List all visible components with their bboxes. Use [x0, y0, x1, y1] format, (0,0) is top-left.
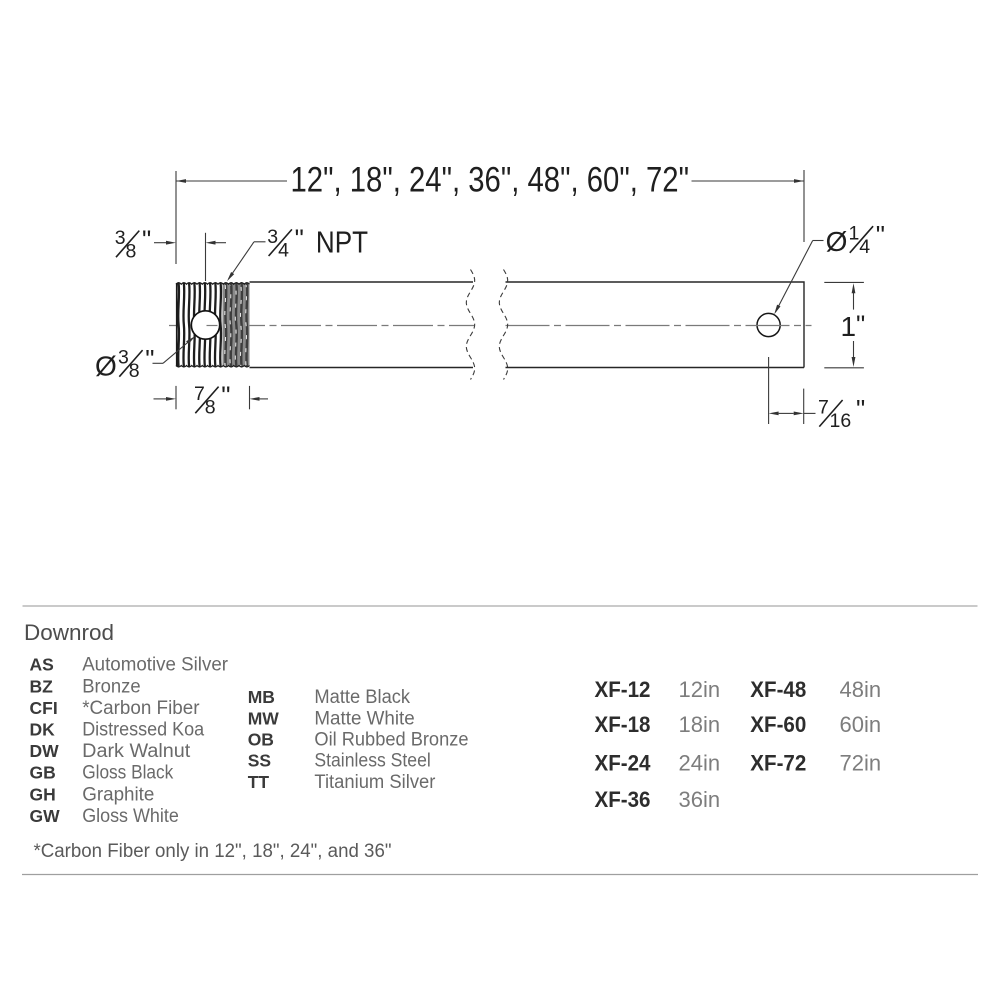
svg-text:": " [876, 220, 885, 250]
svg-text:BZ: BZ [30, 676, 54, 696]
svg-text:12in: 12in [679, 677, 721, 702]
svg-text:OB: OB [248, 730, 274, 750]
svg-text:XF-48: XF-48 [750, 677, 806, 702]
svg-text:": " [856, 310, 865, 340]
svg-text:Graphite: Graphite [82, 784, 154, 805]
svg-text:7: 7 [818, 396, 829, 418]
svg-text:3: 3 [115, 227, 126, 249]
svg-text:16: 16 [830, 410, 852, 432]
svg-text:": " [295, 223, 304, 253]
svg-text:Gloss Black: Gloss Black [82, 763, 174, 784]
svg-text:XF-72: XF-72 [750, 750, 806, 775]
svg-text:CFI: CFI [30, 698, 58, 718]
svg-text:TT: TT [248, 772, 270, 792]
svg-text:": " [145, 344, 154, 374]
svg-text:Stainless Steel: Stainless Steel [314, 751, 430, 772]
svg-text:GH: GH [30, 784, 56, 804]
svg-text:3: 3 [118, 347, 129, 369]
svg-text:4: 4 [859, 236, 870, 258]
svg-text:36in: 36in [679, 787, 721, 812]
svg-text:48in: 48in [840, 677, 882, 702]
svg-text:72in: 72in [840, 750, 882, 775]
svg-text:Gloss White: Gloss White [82, 806, 179, 827]
svg-text:Downrod: Downrod [24, 620, 114, 645]
svg-text:1: 1 [841, 311, 857, 342]
svg-text:XF-18: XF-18 [595, 712, 651, 737]
svg-text:NPT: NPT [316, 226, 368, 260]
svg-text:8: 8 [126, 241, 137, 263]
svg-text:18in: 18in [679, 712, 721, 737]
svg-text:60in: 60in [840, 712, 882, 737]
svg-text:GW: GW [30, 806, 61, 826]
svg-text:*Carbon Fiber only in 12", 18": *Carbon Fiber only in 12", 18", 24", and… [34, 841, 392, 862]
svg-text:*Carbon Fiber: *Carbon Fiber [82, 698, 200, 719]
svg-text:XF-60: XF-60 [750, 712, 806, 737]
svg-text:Matte White: Matte White [314, 708, 414, 729]
svg-text:XF-24: XF-24 [595, 750, 652, 775]
svg-text:8: 8 [205, 397, 216, 419]
svg-text:1: 1 [849, 223, 860, 245]
svg-text:MW: MW [248, 708, 280, 728]
svg-text:8: 8 [129, 360, 140, 382]
svg-text:SS: SS [248, 751, 271, 771]
svg-text:Ø: Ø [95, 351, 117, 382]
svg-text:24in: 24in [679, 750, 721, 775]
svg-text:Automotive Silver: Automotive Silver [82, 655, 228, 676]
svg-text:": " [142, 225, 151, 255]
svg-text:Matte Black: Matte Black [314, 687, 410, 708]
svg-text:Dark Walnut: Dark Walnut [82, 741, 191, 762]
svg-text:Distressed Koa: Distressed Koa [82, 720, 204, 741]
svg-text:XF-36: XF-36 [595, 787, 651, 812]
svg-text:3: 3 [267, 226, 278, 248]
svg-text:Bronze: Bronze [82, 676, 140, 697]
svg-text:4: 4 [278, 239, 289, 261]
svg-text:7: 7 [194, 383, 205, 405]
svg-text:": " [856, 394, 865, 424]
svg-text:XF-12: XF-12 [595, 677, 651, 702]
svg-text:MB: MB [248, 687, 275, 707]
svg-text:DW: DW [30, 741, 60, 761]
svg-text:DK: DK [30, 720, 56, 740]
svg-text:Oil Rubbed Bronze: Oil Rubbed Bronze [314, 730, 468, 751]
svg-text:Ø: Ø [826, 226, 848, 257]
svg-text:": " [221, 381, 230, 411]
svg-text:AS: AS [30, 655, 54, 675]
svg-text:GB: GB [30, 763, 56, 783]
svg-text:Titanium Silver: Titanium Silver [314, 772, 436, 793]
svg-text:12", 18", 24", 36", 48", 60",: 12", 18", 24", 36", 48", 60", 72" [291, 160, 690, 199]
